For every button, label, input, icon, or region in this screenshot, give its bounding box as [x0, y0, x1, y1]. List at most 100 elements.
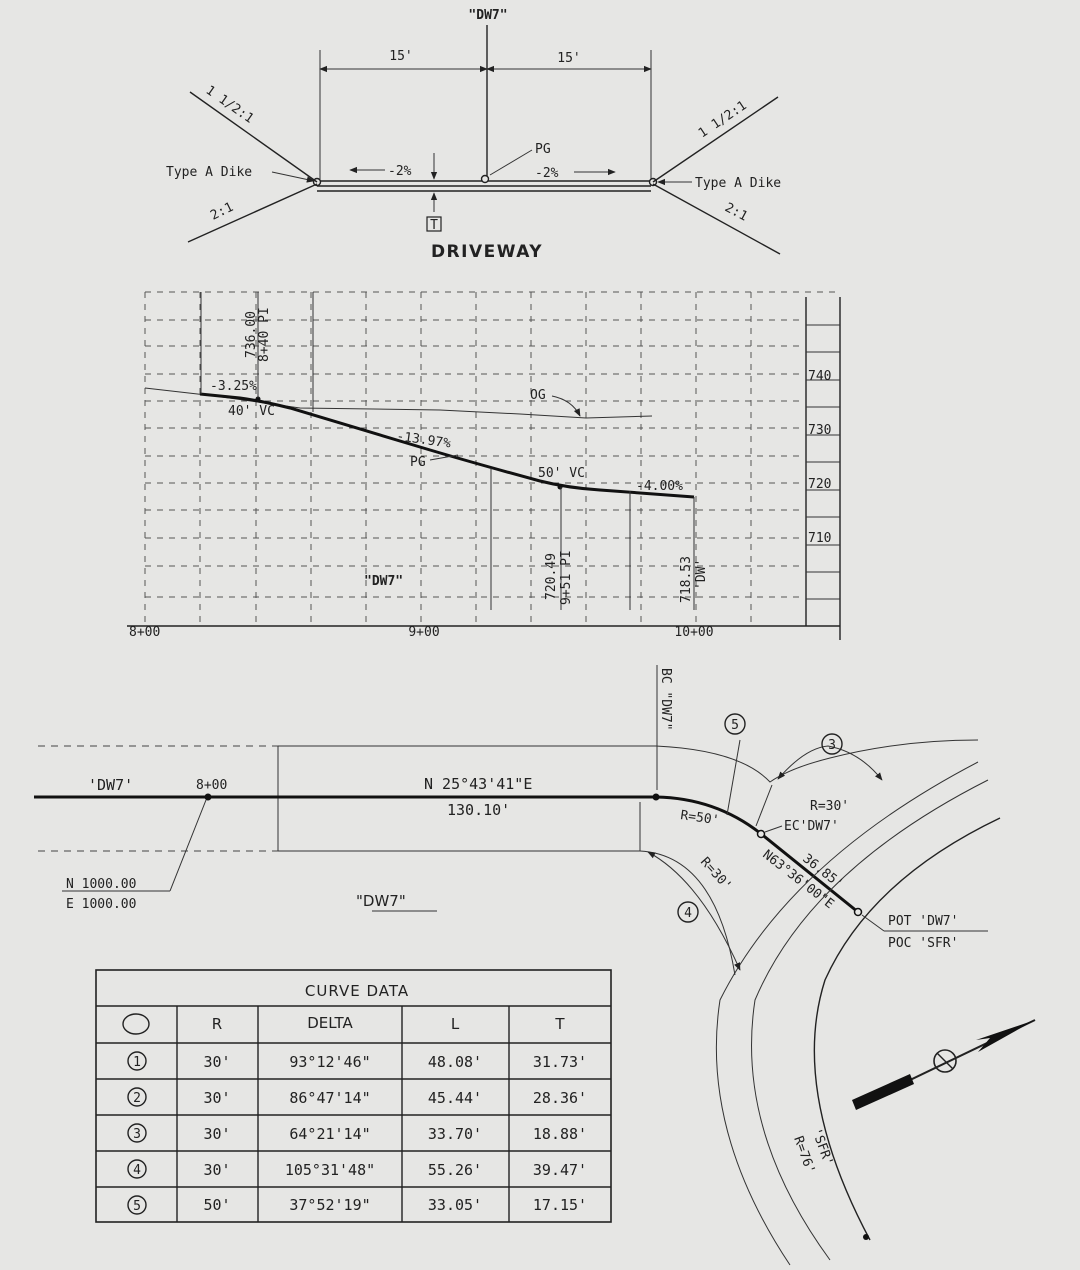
dike-right-label: Type A Dike — [695, 176, 781, 191]
header-delta: DELTA — [307, 1014, 353, 1032]
row-t: 39.47' — [533, 1161, 587, 1179]
row-number: 5 — [133, 1199, 141, 1214]
elev-730: 730 — [808, 423, 831, 438]
pi1-point — [255, 396, 261, 402]
table-row: 1 30' 93°12'46" 48.08' 31.73' — [127, 1051, 587, 1071]
east-coord: E 1000.00 — [66, 897, 136, 912]
start-station: 8+00 — [196, 778, 227, 793]
edge-upper-right — [655, 739, 979, 783]
profile-name: "DW7" — [364, 574, 403, 589]
end-label: 'DW' — [694, 559, 709, 590]
row-r: 50' — [203, 1196, 230, 1214]
row-delta: 64°21'14" — [289, 1125, 370, 1143]
row-l: 33.70' — [428, 1125, 482, 1143]
row-r: 30' — [203, 1089, 230, 1107]
thickness-box — [426, 216, 442, 232]
table-row: 4 30' 105°31'48" 55.26' 39.47' — [127, 1159, 587, 1179]
table-title: CURVE DATA — [305, 982, 409, 1000]
row-t: 28.36' — [533, 1089, 587, 1107]
grade-right: -2% — [535, 166, 559, 181]
og-leader — [551, 395, 581, 417]
pg-label: PG — [535, 142, 551, 157]
thickness-marker: T — [430, 218, 438, 233]
plan-centerline-curve — [655, 795, 859, 914]
row-number: 3 — [133, 1127, 141, 1142]
row-t: 17.15' — [533, 1196, 587, 1214]
row-number: 2 — [133, 1091, 141, 1106]
header-t: T — [554, 1015, 565, 1033]
pi2-station: 9+51 PI — [559, 550, 574, 605]
row-r: 30' — [203, 1053, 230, 1071]
bc-point — [652, 793, 660, 801]
coord-leader — [169, 799, 207, 892]
row-delta: 93°12'46" — [289, 1053, 370, 1071]
pg-profile-label: PG — [410, 455, 426, 470]
pi1-elev: 736.00 — [244, 311, 259, 358]
station-800: 8+00 — [129, 625, 160, 640]
row-t: 31.73' — [533, 1053, 587, 1071]
north-arrow-icon — [852, 1019, 1036, 1110]
row-delta: 37°52'19" — [289, 1196, 370, 1214]
elev-710: 710 — [808, 531, 831, 546]
row-l: 45.44' — [428, 1089, 482, 1107]
curve5-marker-circle — [724, 713, 746, 735]
curve3-arrow — [777, 745, 883, 781]
slope-top-right — [652, 96, 779, 183]
row-number: 1 — [133, 1055, 141, 1070]
ec-leader — [764, 825, 783, 833]
end-elev: 718.53 — [679, 556, 694, 603]
row-r: 30' — [203, 1125, 230, 1143]
r50-leader — [726, 739, 741, 816]
curve-data-table: CURVE DATA R DELTA L T 1 30' 93°12'46" 4… — [95, 969, 612, 1223]
vc1-label: 40' VC — [228, 404, 275, 419]
width-right: 15' — [557, 51, 580, 66]
curve3-marker-circle — [821, 733, 843, 755]
table-border — [95, 969, 612, 1223]
pot-point — [853, 907, 863, 917]
poc-label: POC 'SFR' — [888, 936, 958, 951]
sfr-edge-inner — [751, 779, 989, 1261]
curve4-arrow — [647, 851, 741, 971]
slope-bottom-left-label: 2:1 — [208, 200, 236, 224]
r30-leader — [755, 784, 773, 827]
r30-lower-label: R=30' — [697, 855, 734, 894]
north-coord: N 1000.00 — [66, 877, 136, 892]
r30-right-label: R=30' — [810, 799, 849, 814]
profile-grade-line — [199, 392, 695, 499]
pi2-point — [557, 484, 563, 490]
table-row: 2 30' 86°47'14" 45.44' 28.36' — [127, 1087, 587, 1107]
elev-720: 720 — [808, 477, 831, 492]
dike-left-leader — [271, 171, 315, 183]
sfr-edge-outer — [715, 761, 979, 1266]
row-l: 33.05' — [428, 1196, 482, 1214]
ec-label: EC'DW7' — [784, 819, 839, 834]
width-left: 15' — [389, 49, 412, 64]
slope-bottom-right — [652, 183, 781, 255]
vc2-label: 50' VC — [538, 466, 585, 481]
centerline-label: "DW7" — [468, 8, 507, 23]
curve3-marker: 3 — [828, 738, 836, 753]
pg-leader — [489, 149, 533, 176]
alignment-label: 'DW7' — [88, 776, 133, 794]
sfr-end-point — [863, 1234, 869, 1240]
row-delta: 105°31'48" — [285, 1161, 375, 1179]
row-delta: 86°47'14" — [289, 1089, 370, 1107]
curve4-marker-circle — [677, 901, 699, 923]
station-1000: 10+00 — [674, 625, 713, 640]
grade1-label: -3.25% — [210, 379, 257, 394]
header-number-icon — [122, 1013, 150, 1035]
header-r: R — [212, 1015, 222, 1033]
pg-profile-leader — [429, 454, 459, 461]
start-point — [204, 793, 212, 801]
station-900: 9+00 — [408, 625, 439, 640]
bc-label: BC "DW7" — [658, 668, 673, 731]
bearing: N 25°43'41"E — [424, 775, 532, 793]
pi2-elev: 720.49 — [544, 553, 559, 600]
slope-top-left — [189, 91, 318, 183]
row-t: 18.88' — [533, 1125, 587, 1143]
table-row: 3 30' 64°21'14" 33.70' 18.88' — [127, 1123, 587, 1143]
r50-label: R=50' — [679, 808, 720, 828]
row-l: 48.08' — [428, 1053, 482, 1071]
pi1-station: 8+40 PI — [257, 307, 272, 362]
